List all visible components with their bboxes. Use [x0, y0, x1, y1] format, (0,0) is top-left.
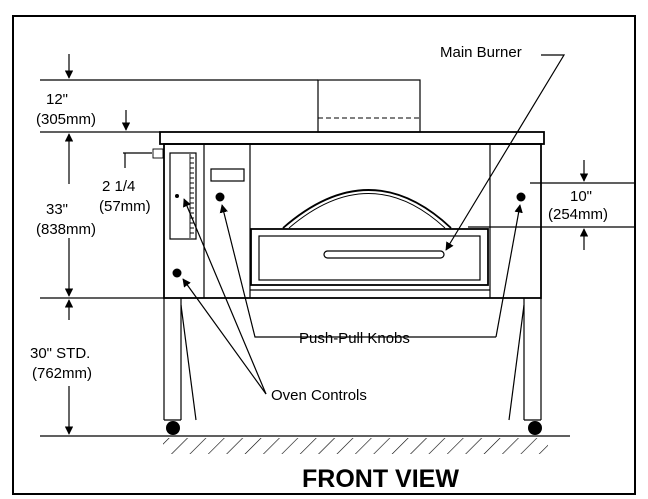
- dim-door-in: 10": [570, 188, 592, 205]
- push-pull-knob-right: [516, 192, 526, 202]
- dim-knob-mm: (57mm): [99, 198, 151, 215]
- dim-door-mm: (254mm): [548, 206, 608, 223]
- flue: [317, 79, 421, 133]
- door-handle: [323, 250, 445, 259]
- main-burner-label: Main Burner: [440, 44, 522, 61]
- dim-body-mm: (838mm): [36, 221, 96, 238]
- push-pull-knobs-label: Push-Pull Knobs: [299, 330, 410, 347]
- diagram-title: FRONT VIEW: [302, 465, 459, 493]
- oven-top-cap: [159, 131, 545, 145]
- oven-door: [250, 228, 489, 286]
- oven-controls-leader-knob: [182, 278, 267, 395]
- dim-top-mm: (305mm): [36, 111, 96, 128]
- dim-top-in: 12": [46, 91, 68, 108]
- floor-hatching: [40, 435, 570, 454]
- oven-body: [163, 143, 542, 299]
- diagram-frame: [12, 15, 636, 495]
- dim-legs-mm: (762mm): [32, 365, 92, 382]
- control-panel: [152, 148, 197, 278]
- burner-dome: [282, 189, 452, 229]
- name-plate: [210, 168, 245, 182]
- oven-controls-leader-panel: [183, 198, 267, 395]
- dim-body-in: 33": [46, 201, 68, 218]
- caster-left: [166, 421, 180, 435]
- oven-control-knob: [172, 268, 182, 278]
- push-pull-knob-left: [215, 192, 225, 202]
- push-pull-leader-left: [219, 204, 496, 338]
- dimension-lines: [40, 54, 636, 435]
- oven-legs: [163, 298, 542, 435]
- push-pull-leader-right: [495, 204, 523, 338]
- dim-legs-in: 30" STD.: [30, 345, 90, 362]
- dim-knob-in: 2 1/4: [102, 178, 135, 195]
- oven-controls-label: Oven Controls: [271, 387, 367, 404]
- main-burner-leader: [445, 54, 566, 251]
- caster-right: [528, 421, 542, 435]
- leader-lines: [182, 54, 566, 395]
